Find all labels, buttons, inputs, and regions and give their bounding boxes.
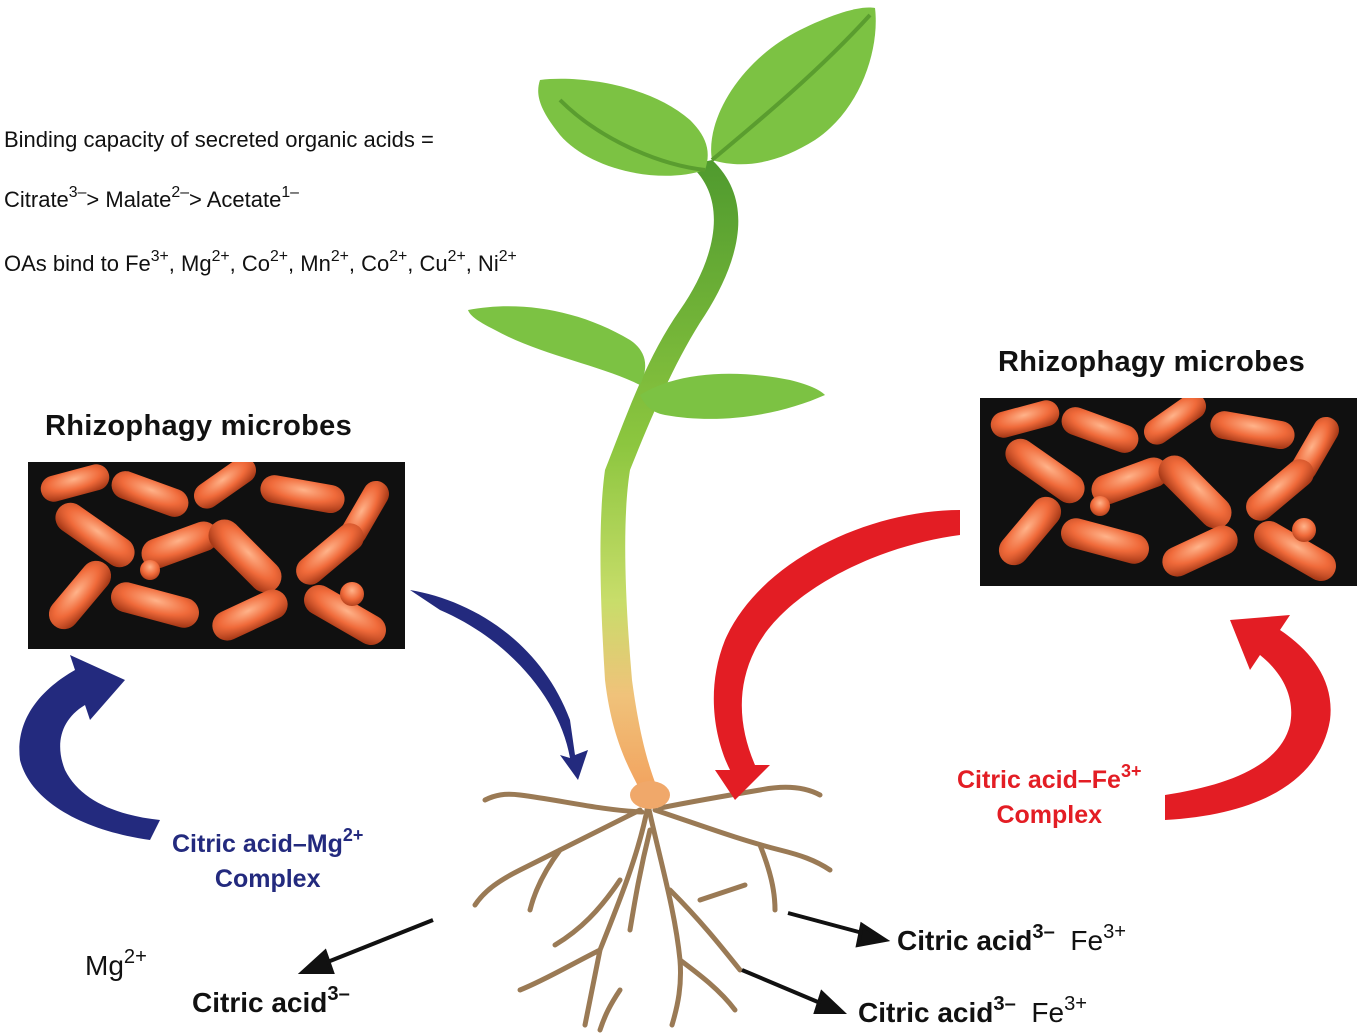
product-arrows [303, 913, 885, 1012]
left-microbes-image [28, 452, 405, 650]
red-to-root-arrow [714, 510, 960, 800]
fe-complex-label: Citric acid–Fe3+ Complex [957, 763, 1141, 833]
plant-illustration [468, 7, 876, 1030]
left-mid-leaf [468, 306, 645, 385]
left-citric-acid-label: Citric acid3– [192, 987, 350, 1019]
plant-roots [475, 787, 830, 1030]
blue-cycle-arrow [19, 655, 160, 840]
red-cycle-arrow [1165, 615, 1331, 820]
mg-complex-label: Citric acid–Mg2+ Complex [172, 827, 363, 897]
right-microbes-image [980, 388, 1357, 586]
blue-to-root-arrow [410, 590, 588, 780]
right-citric-acid-fe-label-1: Citric acid3– Fe3+ [897, 925, 1126, 957]
right-citric-acid-fe-label-2: Citric acid3– Fe3+ [858, 997, 1087, 1029]
left-top-leaf [538, 79, 708, 176]
mg-ion-label: Mg2+ [85, 950, 147, 982]
